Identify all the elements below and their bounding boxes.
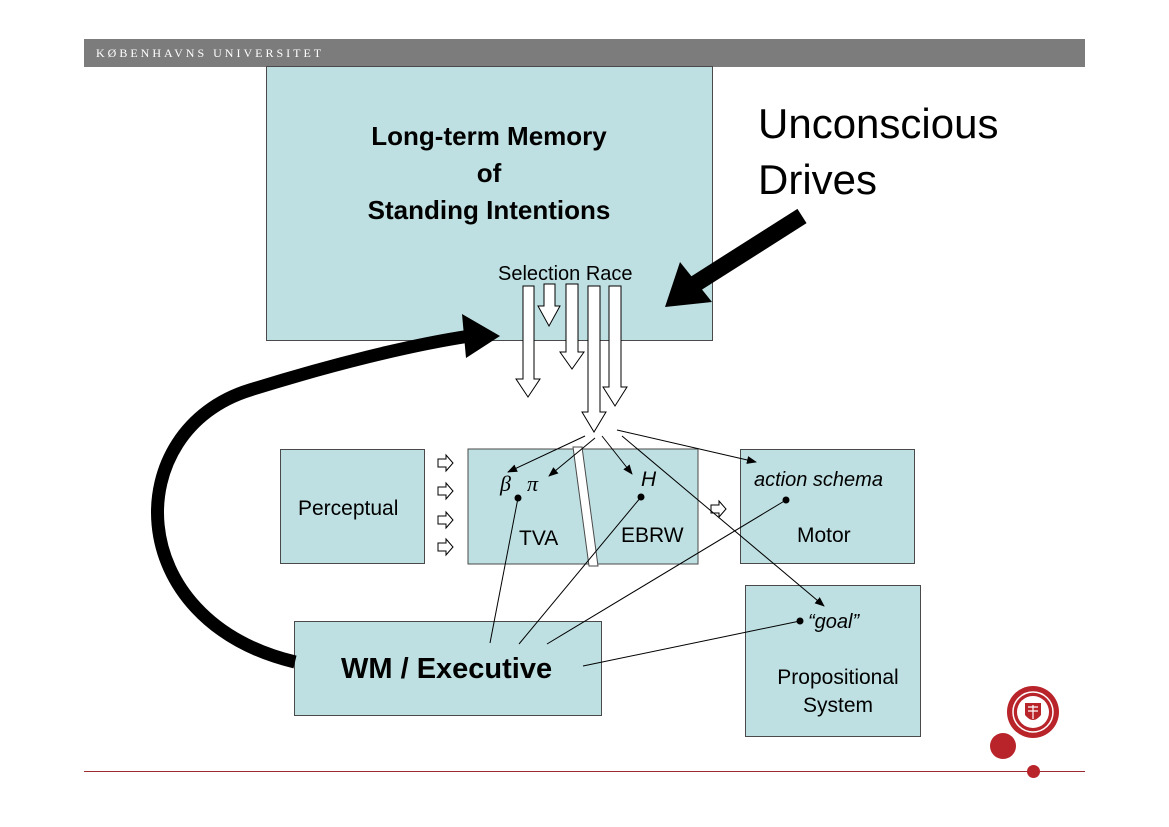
action-schema-label: action schema xyxy=(754,469,883,491)
footer-line xyxy=(84,771,1085,772)
beta-symbol: β xyxy=(500,471,511,496)
tva-label: TVA xyxy=(519,527,559,550)
logo-dot-small xyxy=(1027,765,1040,778)
feedback-curved-arrow xyxy=(151,314,500,669)
unconscious-drives-line-2: Drives xyxy=(758,156,878,203)
goal-label: “goal” xyxy=(808,611,860,633)
ltm-title-line-1: Long-term Memory xyxy=(371,121,607,151)
university-name: KØBENHAVNS UNIVERSITET xyxy=(96,46,325,60)
unconscious-drives-arrow xyxy=(665,208,807,307)
ltm-title-line-3: Standing Intentions xyxy=(367,195,611,225)
propositional-line-1: Propositional xyxy=(777,666,899,689)
ebrw-label: EBRW xyxy=(621,524,684,547)
unconscious-drives-label: Unconscious Drives xyxy=(758,96,998,208)
selection-fan-arrows xyxy=(507,429,825,607)
perceptual-box xyxy=(280,449,425,564)
connection-dots xyxy=(514,493,804,625)
propositional-system-box xyxy=(745,585,921,737)
perceptual-label: Perceptual xyxy=(298,497,399,520)
university-seal-logo xyxy=(1006,685,1060,739)
motor-box xyxy=(740,449,915,564)
ltm-title-line-2: of xyxy=(476,158,502,188)
motor-label: Motor xyxy=(797,524,851,547)
unconscious-drives-line-1: Unconscious xyxy=(758,100,999,147)
wm-executive-label: WM / Executive xyxy=(341,653,553,685)
propositional-system-label: Propositional System xyxy=(745,664,931,720)
logo-dot-large xyxy=(990,733,1016,759)
selection-race-label: Selection Race xyxy=(498,263,633,285)
h-symbol: H xyxy=(641,468,657,491)
wm-executive-box xyxy=(294,621,602,716)
propositional-line-2: System xyxy=(802,694,873,717)
tva-ebrw-box xyxy=(467,446,699,567)
long-term-memory-box xyxy=(266,66,713,341)
seal-icon xyxy=(1007,686,1059,738)
long-term-memory-title: Long-term Memory of Standing Intentions xyxy=(266,118,712,229)
pi-symbol: π xyxy=(527,471,539,496)
wm-connection-lines xyxy=(489,496,801,667)
selection-race-arrows xyxy=(515,283,628,433)
header-bar: KØBENHAVNS UNIVERSITET xyxy=(84,39,1085,67)
perceptual-input-arrows xyxy=(437,453,727,557)
